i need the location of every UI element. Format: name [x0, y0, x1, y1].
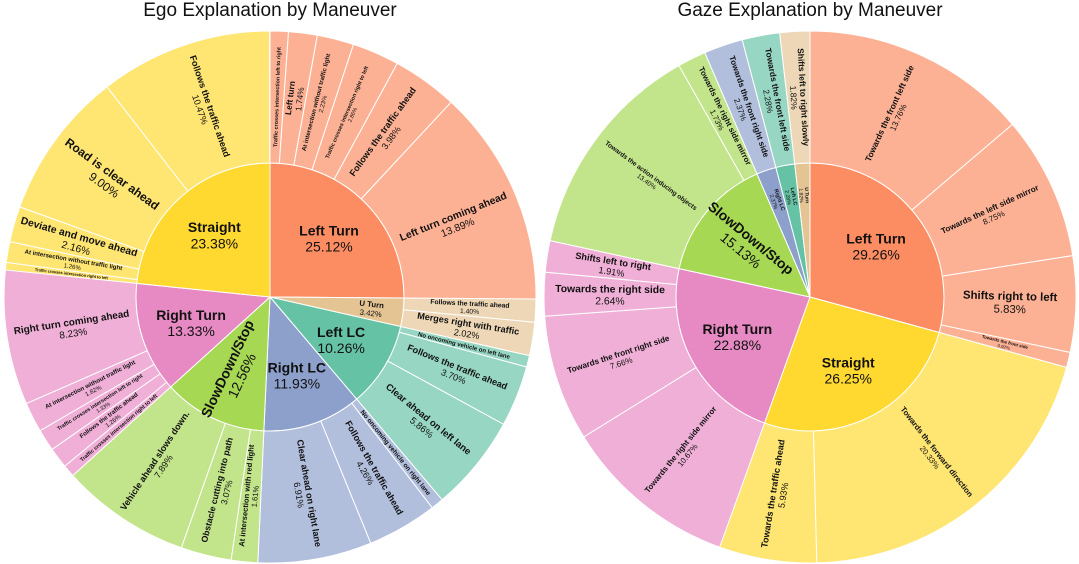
gaze-slice-slowdown-stop-towards-the-action-inducing-objects — [549, 64, 745, 270]
ego-label-left-turn-traffic-crosses-intersection-left-to-right: Traffic crosses intersection left to rig… — [273, 47, 282, 147]
gaze-slice-straight-towards-the-forward-direction — [812, 331, 1068, 564]
gaze-slice-u-turn-shifts-left-to-right-slowly — [779, 30, 811, 165]
ego-label-left-turn-left-turn: Left turn1.74% — [283, 80, 307, 116]
ego-chart-title: Ego Explanation by Maneuver — [143, 0, 397, 21]
gaze-sunburst: Towards the front left side13.76%Towards… — [543, 30, 1077, 564]
ego-category-label-u-turn: U Turn3.42% — [358, 299, 385, 320]
gaze-chart-title: Gaze Explanation by Maneuver — [677, 0, 943, 21]
gaze-category-label-u-turn: U Turn1.82% — [797, 187, 810, 203]
gaze-category-label-left-lc: Left LC2.28% — [783, 187, 798, 207]
ego-sunburst: Traffic crosses intersection left to rig… — [3, 30, 537, 564]
ego-label-u-turn-follows-the-traffic-ahead: Follows the traffic ahead1.40% — [430, 299, 510, 318]
gaze-label-right-turn-towards-the-right-side: Towards the right side2.64% — [555, 284, 665, 308]
gaze-label-left-turn-shifts-right-to-left: Shifts right to left5.83% — [962, 290, 1057, 318]
ego-slice-straight-follows-the-traffic-ahead — [106, 30, 271, 192]
